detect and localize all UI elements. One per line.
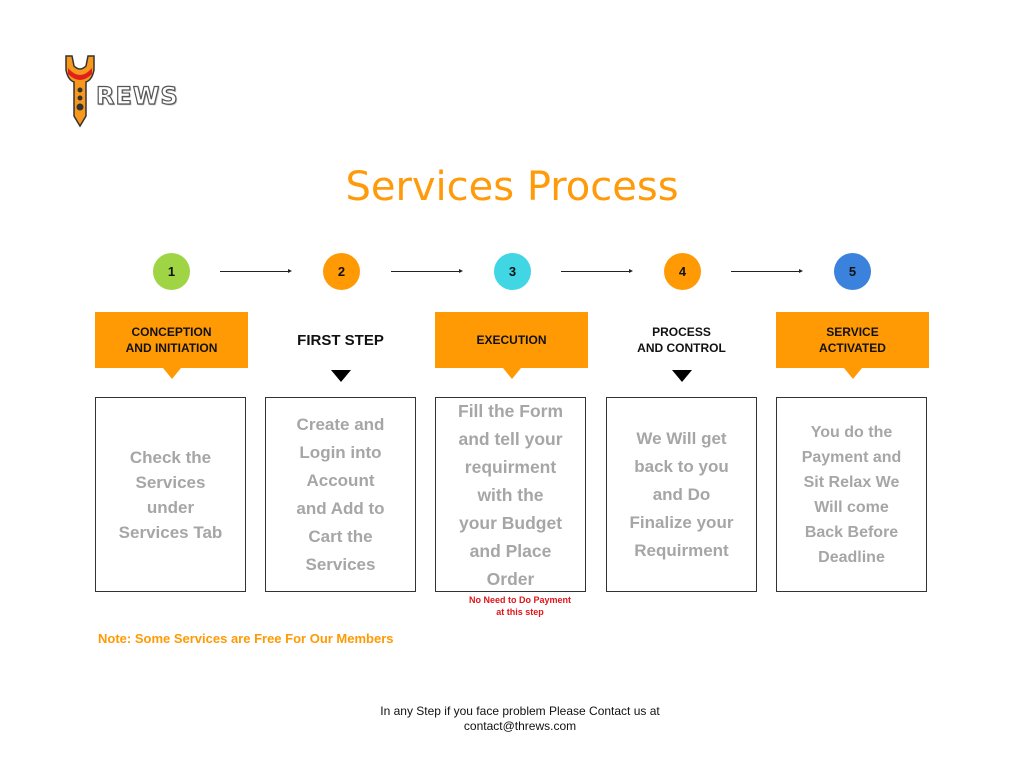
step-1-number: 1 — [153, 253, 190, 290]
step-5-description: You do the Payment and Sit Relax We Will… — [776, 397, 927, 592]
arrow-right-icon — [731, 269, 803, 273]
step-2-number: 2 — [323, 253, 360, 290]
step-4-description: We Will get back to you and Do Finalize … — [606, 397, 757, 592]
contact-footer: In any Step if you face problem Please C… — [380, 704, 660, 733]
step-5-number: 5 — [834, 253, 871, 290]
payment-note: No Need to Do Payment at this step — [468, 595, 571, 617]
step-1-label: CONCEPTION AND INITIATION — [95, 312, 248, 379]
step-1-description: Check the Services under Services Tab — [95, 397, 246, 592]
step-4-label: PROCESS AND CONTROL — [637, 325, 726, 355]
page-title: Services Process — [345, 164, 679, 210]
step-3-description: Fill the Form and tell your requirment w… — [435, 397, 586, 592]
rocket-wrench-icon — [65, 55, 95, 128]
triangle-down-icon — [331, 370, 351, 382]
brand-name: REWS — [95, 81, 179, 110]
step-2-label: FIRST STEP — [297, 332, 384, 349]
step-5-label: SERVICE ACTIVATED — [776, 312, 929, 379]
step-3-label: EXECUTION — [435, 312, 588, 379]
triangle-down-icon — [672, 370, 692, 382]
step-3-number: 3 — [494, 253, 531, 290]
arrow-right-icon — [391, 269, 463, 273]
step-2-description: Create and Login into Account and Add to… — [265, 397, 416, 592]
arrow-right-icon — [561, 269, 633, 273]
arrow-right-icon — [220, 269, 292, 273]
members-note: Note: Some Services are Free For Our Mem… — [98, 631, 394, 646]
step-4-number: 4 — [664, 253, 701, 290]
